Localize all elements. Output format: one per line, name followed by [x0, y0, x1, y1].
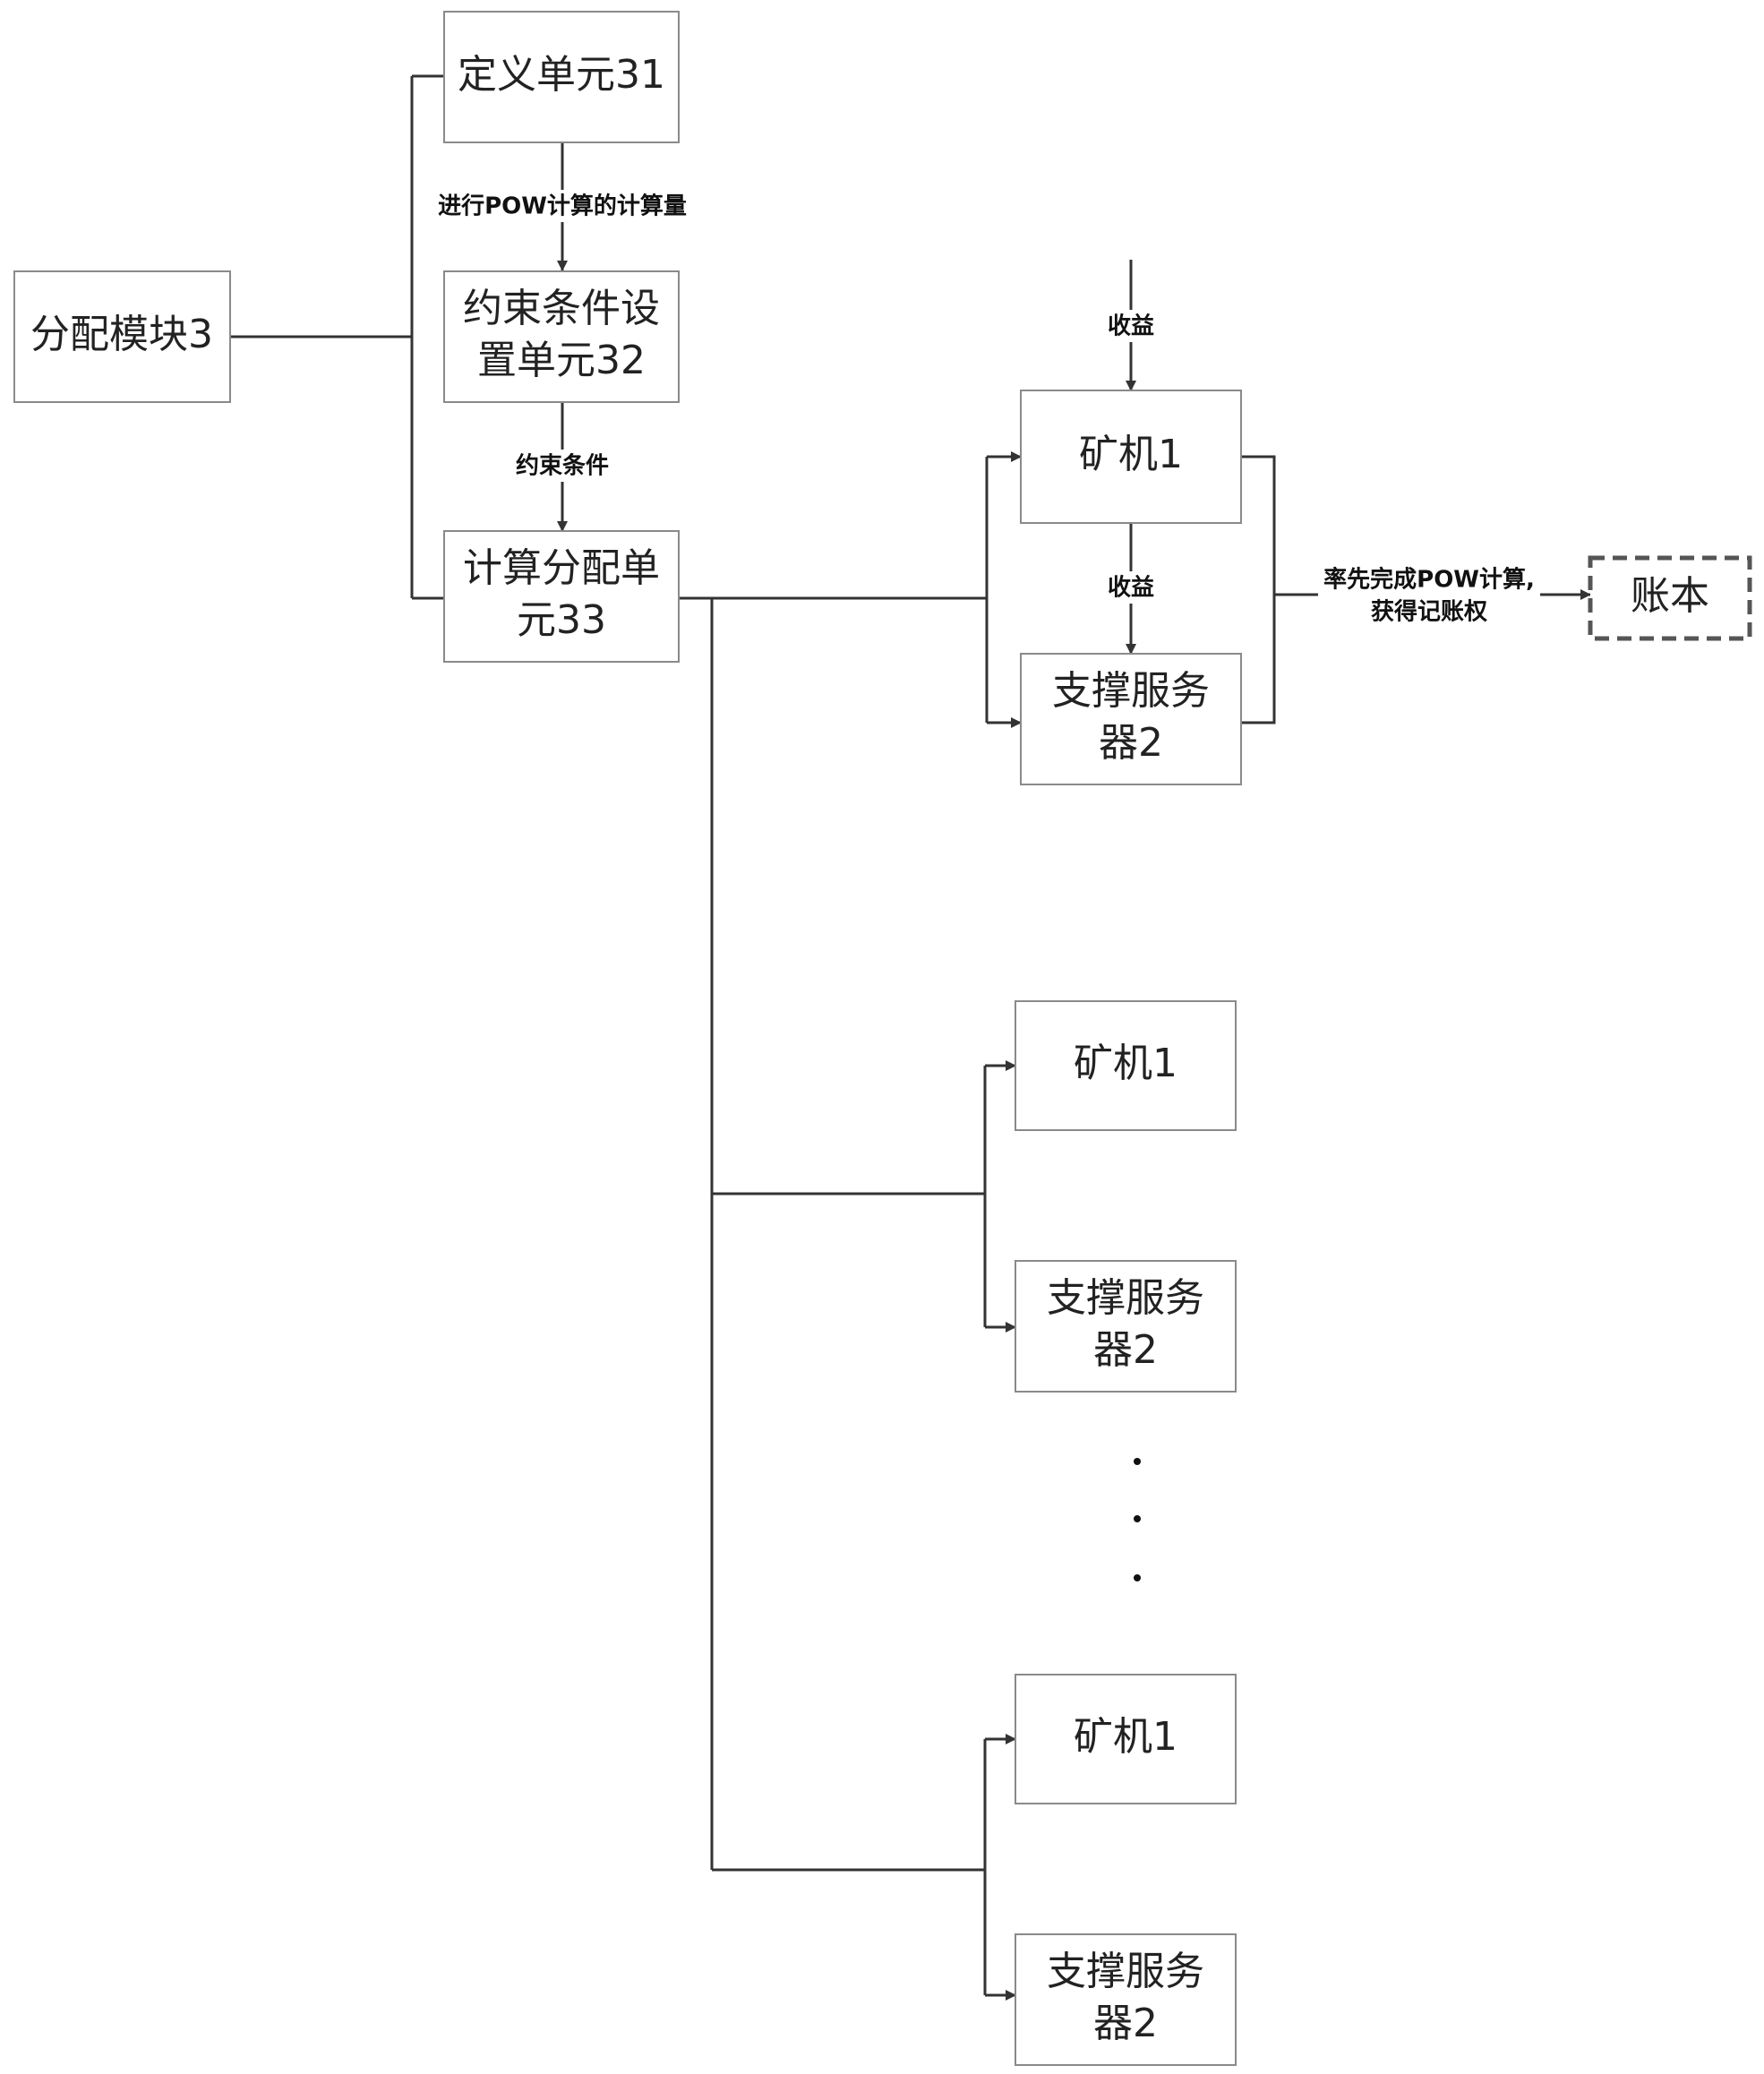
ellipsis-dot: [1134, 1574, 1141, 1581]
allocation-module-box: 分配模块3: [13, 270, 231, 403]
compute-alloc-unit-label-line1: 计算分配单: [463, 545, 660, 591]
connector-group1-merge: [1241, 455, 1276, 724]
constraint-unit-box: 约束条件设 置单元32: [443, 270, 680, 403]
edge-label-revenue-text: 收益: [1108, 575, 1154, 602]
support-server-label-line2: 器2: [1093, 2001, 1158, 2046]
ellipsis-dot: [1134, 1515, 1141, 1522]
edge-label-constraint-text: 约束条件: [516, 452, 609, 480]
edge-label-pow-amount-text: 进行POW计算的计算量: [438, 193, 687, 220]
connectors: [230, 74, 1591, 2001]
define-unit-label: 定义单元31: [458, 52, 665, 98]
ellipsis: [1134, 1458, 1141, 1581]
edge-label-revenue-text: 收益: [1108, 313, 1154, 340]
support-server-label-line1: 支撑服务: [1047, 1275, 1204, 1321]
edge-label-first-pow-line2: 获得记账权: [1371, 599, 1487, 626]
constraint-unit-label-line2: 置单元32: [477, 338, 646, 383]
ellipsis-dot: [1134, 1458, 1141, 1465]
support-server-box: 支撑服务 器2: [1015, 1933, 1237, 2066]
miner-label: 矿机1: [1074, 1714, 1177, 1760]
support-server-box: 支撑服务 器2: [1020, 653, 1242, 785]
support-server-box: 支撑服务 器2: [1015, 1260, 1237, 1393]
compute-alloc-unit-label-line2: 元33: [517, 597, 606, 643]
edge-label-revenue-top: 收益: [1100, 310, 1162, 342]
edge-label-pow-amount: 进行POW计算的计算量: [437, 190, 688, 222]
miner-box: 矿机1: [1015, 1000, 1237, 1131]
constraint-unit-label-line1: 约束条件设: [463, 286, 660, 331]
edge-label-revenue-mid: 收益: [1100, 571, 1162, 604]
miner-label: 矿机1: [1074, 1041, 1177, 1086]
allocation-module-label: 分配模块3: [30, 312, 213, 357]
support-server-label-line2: 器2: [1093, 1327, 1158, 1373]
edge-label-constraint: 约束条件: [507, 450, 618, 482]
define-unit-box: 定义单元31: [443, 11, 680, 143]
support-server-label-line1: 支撑服务: [1047, 1949, 1204, 1994]
ledger-label: 账本: [1631, 573, 1709, 619]
edge-label-first-pow-line1: 率先完成POW计算,: [1323, 566, 1535, 594]
miner-box: 矿机1: [1015, 1674, 1237, 1804]
ledger-box: 账本: [1588, 555, 1752, 641]
miner-label: 矿机1: [1079, 432, 1183, 477]
compute-alloc-unit-box: 计算分配单 元33: [443, 530, 680, 663]
miner-box: 矿机1: [1020, 390, 1242, 524]
edge-label-first-pow: 率先完成POW计算, 获得记账权: [1318, 561, 1540, 632]
support-server-label-line2: 器2: [1099, 720, 1163, 766]
support-server-label-line1: 支撑服务: [1052, 668, 1210, 714]
